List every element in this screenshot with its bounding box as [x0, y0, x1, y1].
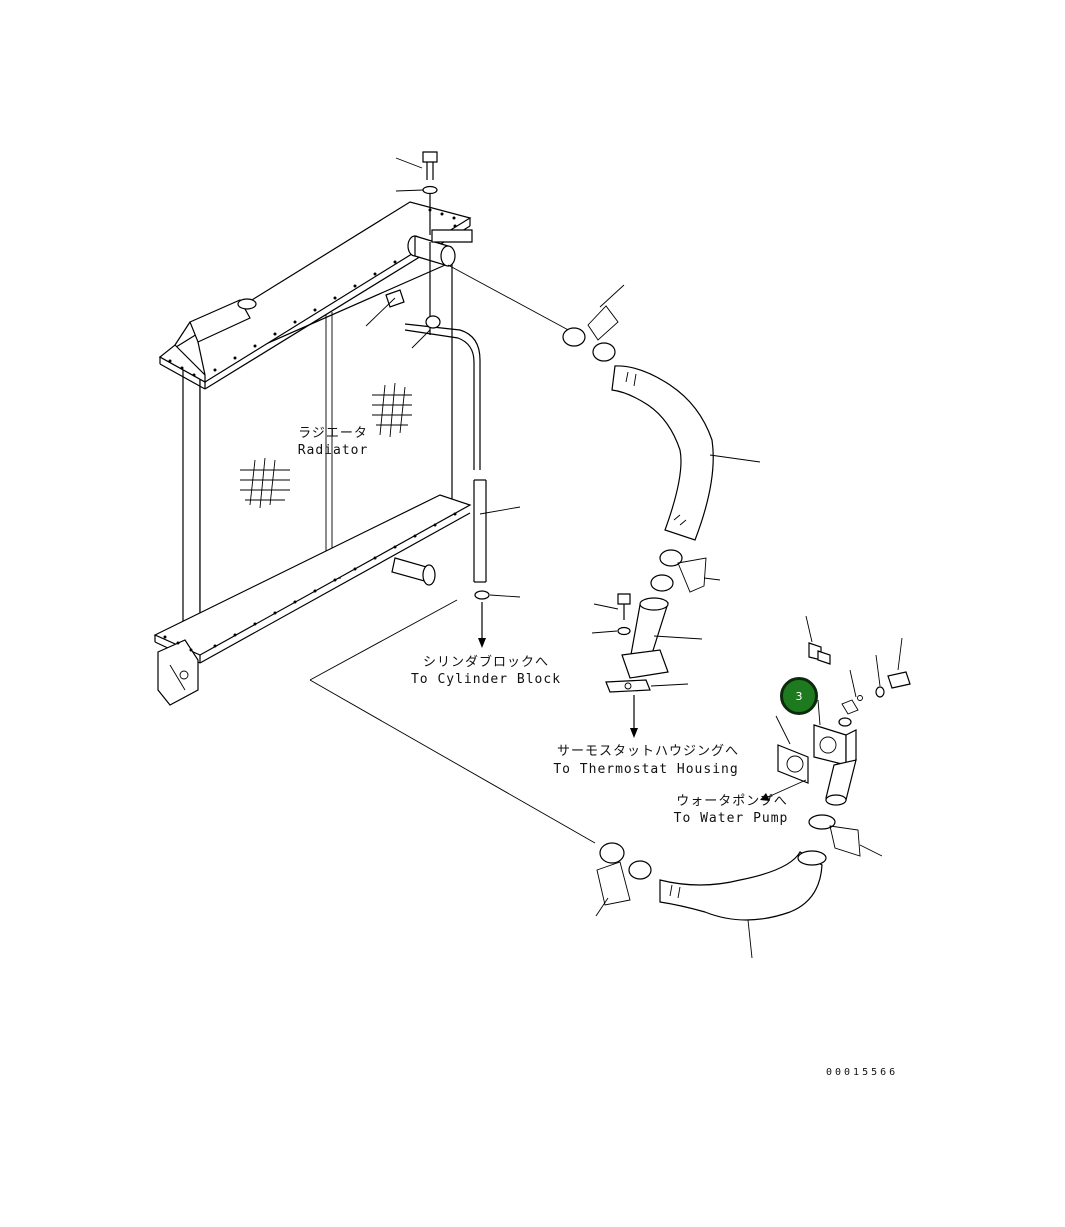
water-pump-label-en: To Water Pump — [673, 811, 789, 826]
drawing-number: 00015566 — [826, 1067, 899, 1078]
radiator-label-en: Radiator — [297, 443, 369, 458]
vent-tube — [404, 315, 490, 648]
cylinder-block-label-jp: シリンダブロックへ — [422, 655, 549, 670]
lower-hose — [309, 599, 827, 921]
thermostat-label-jp: サーモスタットハウジングへ — [556, 744, 739, 759]
thermostat-hose — [605, 549, 707, 738]
upper-hose — [447, 264, 714, 541]
callout-number: 3 — [795, 689, 803, 703]
radiator — [153, 151, 473, 706]
thermostat-label-en: To Thermostat Housing — [553, 762, 739, 777]
callout-marker[interactable]: 3 — [780, 677, 818, 715]
radiator-label-jp: ラジエータ — [298, 426, 368, 441]
cylinder-block-label-en: To Cylinder Block — [410, 672, 562, 687]
water-pump-label-jp: ウォータポンプへ — [676, 794, 788, 809]
water-pump-fitting — [760, 642, 911, 857]
leader-lines — [365, 157, 903, 959]
